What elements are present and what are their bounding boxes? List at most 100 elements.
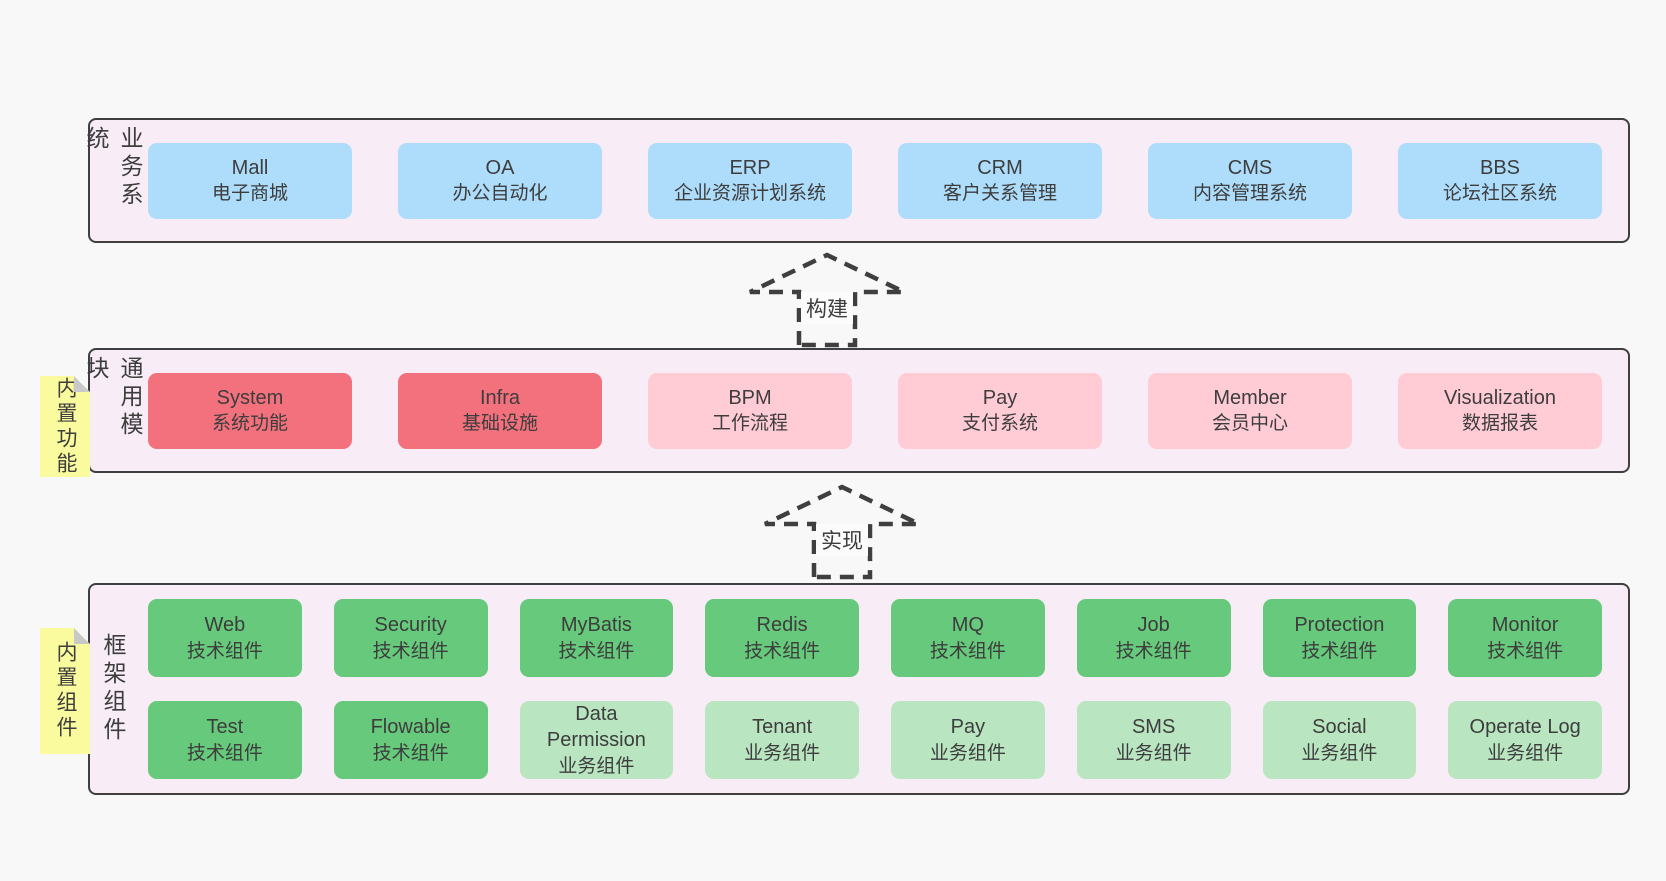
box-subtitle: 技术组件 [372, 742, 449, 764]
box-subtitle: 技术组件 [1115, 640, 1192, 662]
box-member: Member 会员中心 [1148, 372, 1352, 449]
box-title: Job [1137, 614, 1170, 637]
box-subtitle: 办公自动化 [452, 183, 548, 205]
folded-corner-icon [74, 628, 90, 644]
arrow-build-label: 构建 [801, 292, 853, 324]
box-subtitle: 数据报表 [1461, 413, 1538, 435]
box-title: MQ [951, 614, 984, 637]
box-title: Member [1213, 386, 1287, 409]
box-flowable: Flowable 技术组件 [333, 701, 488, 779]
box-subtitle: 技术组件 [1301, 640, 1378, 662]
sticky-tab-label: 内置组件 [54, 641, 77, 741]
box-subtitle: 企业资源计划系统 [673, 183, 826, 205]
box-mq: MQ 技术组件 [891, 599, 1045, 677]
dashed-up-arrow-icon [749, 252, 905, 348]
box-job: Job 技术组件 [1076, 599, 1231, 677]
box-subtitle: 系统功能 [211, 413, 288, 435]
band-business-label: 业务系统 [83, 126, 143, 210]
box-title: Infra [479, 386, 521, 409]
box-title: MyBatis [560, 614, 632, 637]
box-subtitle: 业务组件 [1487, 742, 1564, 764]
box-web: Web 技术组件 [148, 599, 302, 677]
arrow-build: 构建 [747, 252, 907, 348]
box-visualization: Visualization 数据报表 [1398, 372, 1602, 449]
box-subtitle: 电子商城 [211, 183, 288, 205]
box-crm: CRM 客户关系管理 [898, 142, 1102, 219]
box-title: OA [485, 156, 515, 179]
box-subtitle: 技术组件 [186, 640, 263, 662]
box-subtitle: 基础设施 [461, 413, 538, 435]
box-test: Test 技术组件 [148, 701, 302, 779]
box-protection: Protection 技术组件 [1262, 599, 1417, 677]
sticky-tab-built-in-components: 内置组件 [40, 628, 90, 754]
box-title: Data Permission [546, 703, 646, 752]
box-subtitle: 业务组件 [1301, 742, 1378, 764]
box-mall: Mall 电子商城 [148, 142, 352, 219]
box-system: System 系统功能 [148, 372, 352, 449]
box-title: Operate Log [1469, 716, 1581, 739]
box-title: Pay [950, 716, 986, 739]
box-title: Social [1312, 716, 1367, 739]
box-oa: OA 办公自动化 [398, 142, 602, 219]
box-subtitle: 技术组件 [744, 640, 821, 662]
box-infra: Infra 基础设施 [398, 372, 602, 449]
box-title: ERP [729, 156, 771, 179]
box-subtitle: 业务组件 [929, 742, 1006, 764]
box-subtitle: 工作流程 [711, 413, 788, 435]
box-subtitle: 技术组件 [186, 742, 263, 764]
arrow-implement-label: 实现 [816, 524, 868, 556]
box-title: Protection [1294, 614, 1385, 637]
box-title: Web [204, 614, 246, 637]
box-pay: Pay 业务组件 [891, 701, 1045, 779]
box-title: Monitor [1491, 614, 1559, 637]
box-title: CMS [1227, 156, 1273, 179]
sticky-tab-label: 内置功能 [54, 376, 77, 477]
band-modules-label: 通用模块 [83, 356, 143, 440]
box-subtitle: 技术组件 [929, 640, 1006, 662]
box-title: System [216, 386, 284, 409]
box-cms: CMS 内容管理系统 [1148, 142, 1352, 219]
box-title: Pay [982, 386, 1018, 409]
box-sms: SMS 业务组件 [1076, 701, 1231, 779]
box-data-permission: Data Permission 业务组件 [519, 701, 674, 779]
dashed-up-arrow-icon [764, 484, 920, 580]
sticky-tab-built-in-features: 内置功能 [40, 376, 90, 477]
box-erp: ERP 企业资源计划系统 [648, 142, 852, 219]
box-security: Security 技术组件 [333, 599, 488, 677]
box-title: BPM [728, 386, 772, 409]
box-title: Test [206, 716, 244, 739]
box-operate-log: Operate Log 业务组件 [1448, 701, 1602, 779]
box-title: Mall [231, 156, 269, 179]
box-title: SMS [1131, 716, 1176, 739]
box-title: Tenant [752, 716, 813, 739]
box-bpm: BPM 工作流程 [648, 372, 852, 449]
band-components-label: 框架组件 [100, 633, 126, 745]
box-title: Visualization [1444, 386, 1556, 409]
business-box-row: Mall 电子商城 OA 办公自动化 ERP 企业资源计划系统 CRM 客户关系管理 CMS 内容… [148, 142, 1602, 219]
box-title: CRM [977, 156, 1023, 179]
box-subtitle: 业务组件 [1115, 742, 1192, 764]
box-title: Security [374, 614, 447, 637]
arrow-implement: 实现 [762, 484, 922, 580]
box-tenant: Tenant 业务组件 [705, 701, 859, 779]
box-mybatis: MyBatis 技术组件 [519, 599, 674, 677]
band-business-systems: 业务系统 Mall 电子商城 OA 办公自动化 ERP 企业资源计划系统 CRM 客户关系管理… [83, 118, 1630, 243]
box-subtitle: 客户关系管理 [942, 183, 1057, 205]
box-subtitle: 业务组件 [558, 755, 635, 777]
box-subtitle: 技术组件 [558, 640, 635, 662]
box-subtitle: 论坛社区系统 [1442, 183, 1557, 205]
box-subtitle: 会员中心 [1211, 413, 1288, 435]
box-subtitle: 业务组件 [744, 742, 821, 764]
box-title: Flowable [370, 716, 451, 739]
box-subtitle: 技术组件 [372, 640, 449, 662]
box-subtitle: 内容管理系统 [1192, 183, 1307, 205]
